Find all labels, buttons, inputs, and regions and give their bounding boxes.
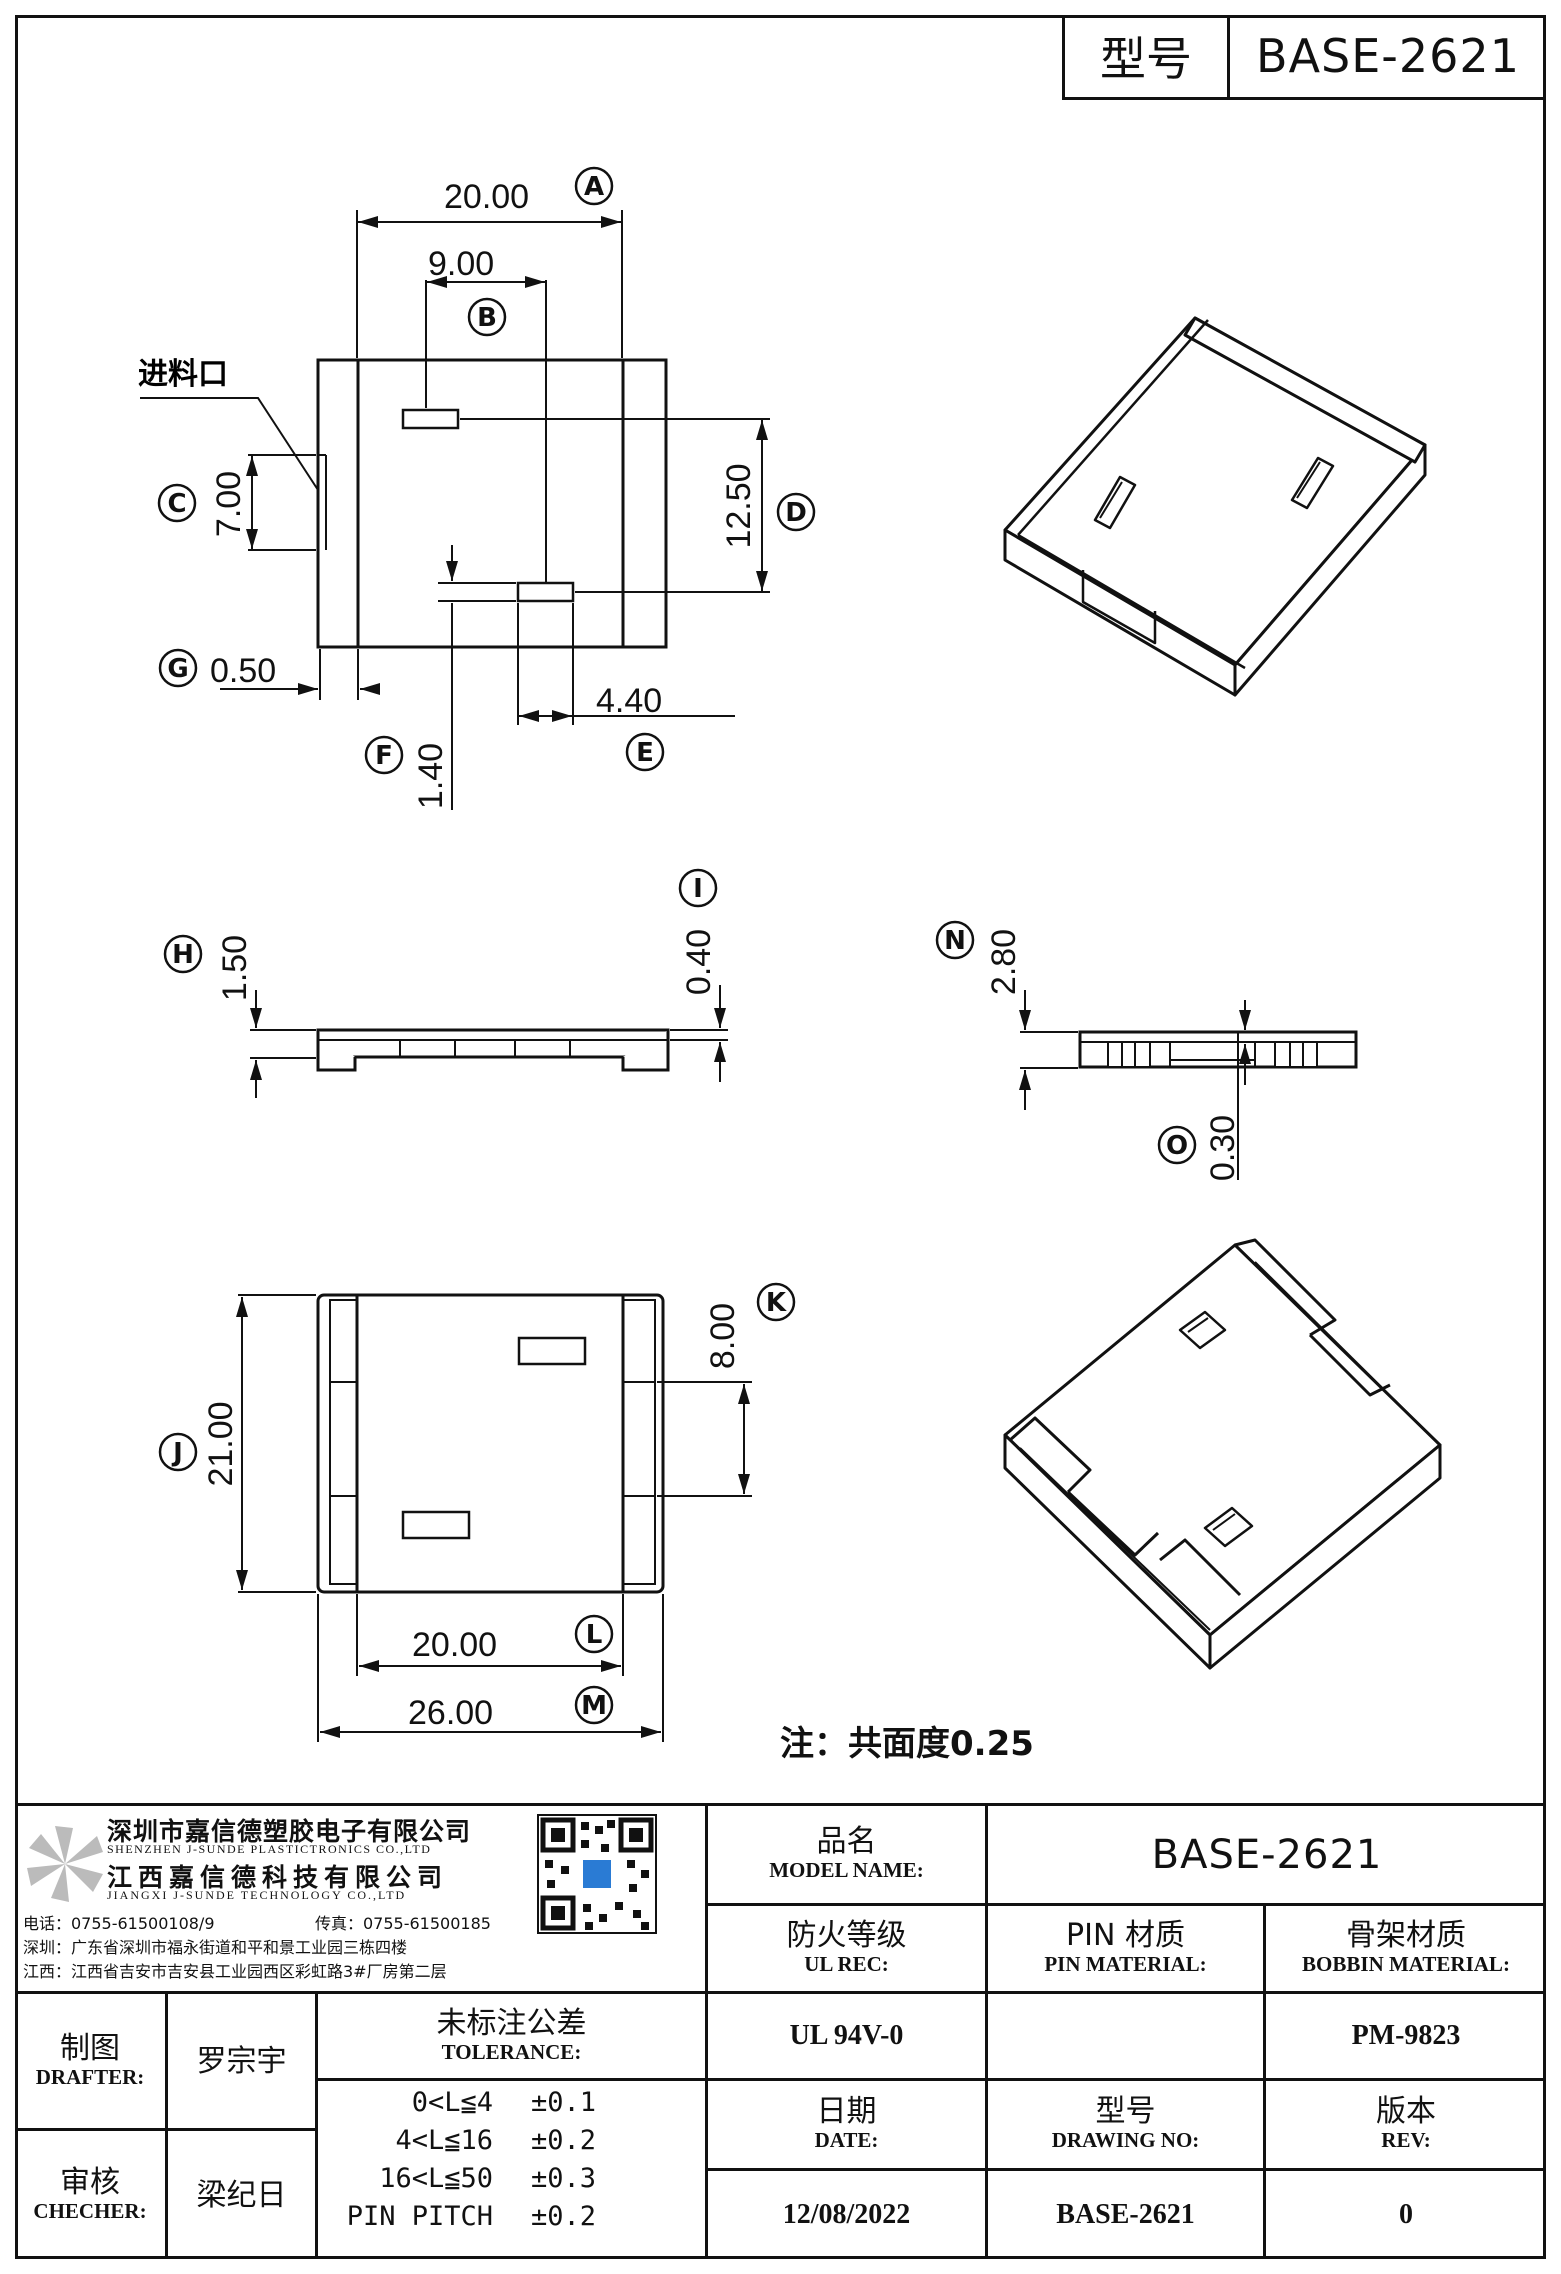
bobbin-material-value: PM-9823: [1351, 2020, 1461, 2051]
balloon-l: [574, 1614, 614, 1654]
top-view-labels: 20.00 9.00 7.00 12.50 4.40 1.40 0.50 进料口: [138, 178, 758, 809]
rev-value: 0: [1399, 2199, 1413, 2230]
company-name-sz-en: SHENZHEN J-SUNDE PLASTICTRONICS CO.,LTD: [107, 1842, 432, 1856]
dim-a: 20.00: [444, 178, 529, 216]
balloon-o: [1157, 1125, 1197, 1165]
tolerance-row: 16<L≦50±0.3: [379, 2163, 597, 2194]
company-address-jx: 江西：江西省吉安市吉安县工业园西区彩虹路3#厂房第二层: [23, 1962, 447, 1981]
dim-g: 0.50: [210, 652, 276, 690]
company-logo-icon: [27, 1826, 103, 1902]
iso-view-bottom: [1003, 1238, 1442, 1670]
qr-code-icon: [537, 1814, 657, 1934]
header-model-label: 型号: [1065, 15, 1230, 97]
ul-rec-label: 防火等级 UL REC:: [786, 1918, 907, 1977]
top-view: [316, 358, 668, 649]
balloon-n: [935, 920, 975, 960]
pin-material-value: [988, 1994, 1263, 2078]
side-view: [1078, 1030, 1358, 1069]
tolerance-row: PIN PITCH±0.2: [346, 2201, 597, 2232]
svg-text:E: E: [636, 738, 654, 768]
bottom-view-dimensions: [236, 1294, 752, 1742]
tolerance-table: 0<L≦4±0.1 4<L≦16±0.2 16<L≦50±0.3 PIN PIT…: [318, 2081, 705, 2259]
date-value: 12/08/2022: [782, 2199, 911, 2230]
top-view-dimensions: [140, 210, 770, 810]
front-view: [316, 1028, 670, 1072]
svg-text:H: H: [172, 940, 194, 970]
drafter-value: 罗宗宇: [196, 2043, 287, 2079]
dim-d: 12.50: [720, 463, 758, 548]
dim-e: 4.40: [596, 682, 662, 720]
svg-text:M: M: [581, 1691, 607, 1721]
company-tel: 电话：0755-61500108/9: [23, 1914, 215, 1933]
dim-h: 1.50: [216, 935, 254, 1001]
company-fax: 传真：0755-61500185: [315, 1914, 491, 1933]
balloon-m: [574, 1685, 614, 1725]
dim-k: 8.00: [704, 1303, 742, 1369]
model-name-value: BASE-2621: [1151, 1831, 1383, 1878]
balloon-a: [574, 166, 614, 206]
dim-j: 21.00: [202, 1401, 240, 1486]
balloon-k: [756, 1282, 796, 1322]
svg-text:I: I: [693, 874, 703, 904]
checker-value: 梁纪日: [196, 2177, 287, 2213]
bobbin-material-label: 骨架材质 BOBBIN MATERIAL:: [1302, 1918, 1510, 1977]
tolerance-label: 未标注公差 TOLERANCE:: [436, 2005, 587, 2064]
technical-drawing: 20.00 9.00 7.00 12.50 4.40 1.40 0.50 进料口…: [138, 166, 1442, 1742]
balloon-f: [364, 735, 404, 775]
dim-i: 0.40: [680, 929, 718, 995]
pin-material-label: PIN 材质 PIN MATERIAL:: [1044, 1918, 1207, 1977]
header-model-box: 型号 BASE-2621: [1062, 15, 1546, 100]
svg-text:J: J: [171, 1438, 183, 1468]
svg-text:K: K: [766, 1288, 787, 1318]
tolerance-row: 0<L≦4±0.1: [411, 2087, 597, 2118]
bottom-view: [316, 1293, 665, 1594]
svg-text:O: O: [1166, 1131, 1188, 1161]
balloon-b: [467, 297, 507, 337]
balloon-h: [163, 934, 203, 974]
svg-text:F: F: [375, 741, 393, 771]
svg-text:N: N: [944, 926, 966, 956]
balloon-e: [625, 732, 665, 772]
drafter-label: 制图 DRAFTER:: [35, 2030, 145, 2089]
drawing-no-value: BASE-2621: [1056, 2199, 1195, 2230]
svg-text:G: G: [167, 654, 188, 684]
ul-rec-value: UL 94V-0: [789, 2020, 904, 2051]
dim-b: 9.00: [428, 245, 494, 283]
svg-text:D: D: [785, 498, 807, 528]
balloon-d: [776, 492, 816, 532]
gate-label: 进料口: [138, 357, 228, 392]
dim-c: 7.00: [210, 471, 248, 537]
svg-text:A: A: [584, 172, 604, 202]
drawing-no-label: 型号 DRAWING NO:: [1051, 2094, 1200, 2153]
front-view-dimensions: [250, 985, 728, 1098]
model-name-label: 品名 MODEL NAME:: [769, 1824, 924, 1883]
company-address-sz: 深圳：广东省深圳市福永街道和平和景工业园三栋四楼: [23, 1938, 408, 1957]
drawing-frame: [15, 15, 1546, 2259]
dim-l: 20.00: [412, 1626, 497, 1664]
checker-label: 审核 CHECHER:: [33, 2164, 147, 2223]
dim-m: 26.00: [408, 1694, 493, 1732]
balloon-c: [157, 483, 197, 523]
balloon-g: [158, 648, 198, 688]
dim-n: 2.80: [985, 929, 1023, 995]
title-block: 深圳市嘉信德塑胶电子有限公司 SHENZHEN J-SUNDE PLASTICT…: [15, 1803, 1546, 2259]
iso-view-top: [1003, 316, 1427, 697]
date-label: 日期 DATE:: [814, 2094, 879, 2153]
company-name-jx-en: JIANGXI J-SUNDE TECHNOLOGY CO.,LTD: [107, 1888, 407, 1902]
coplanarity-note: 注：共面度0.25: [780, 1724, 1034, 1764]
header-model-value: BASE-2621: [1256, 29, 1520, 83]
svg-text:C: C: [167, 489, 186, 519]
svg-text:B: B: [477, 303, 497, 333]
balloon-i: [678, 868, 718, 908]
balloon-j: [158, 1432, 198, 1472]
tolerance-row: 4<L≦16±0.2: [395, 2125, 597, 2156]
dim-o: 0.30: [1204, 1115, 1242, 1181]
svg-text:L: L: [586, 1620, 603, 1650]
company-name-jx: 江西嘉信德科技有限公司: [107, 1863, 449, 1892]
company-name-sz: 深圳市嘉信德塑胶电子有限公司: [107, 1817, 472, 1846]
dim-f: 1.40: [412, 743, 450, 809]
rev-label: 版本 REV:: [1376, 2094, 1436, 2153]
side-view-dimensions: [1019, 990, 1251, 1180]
